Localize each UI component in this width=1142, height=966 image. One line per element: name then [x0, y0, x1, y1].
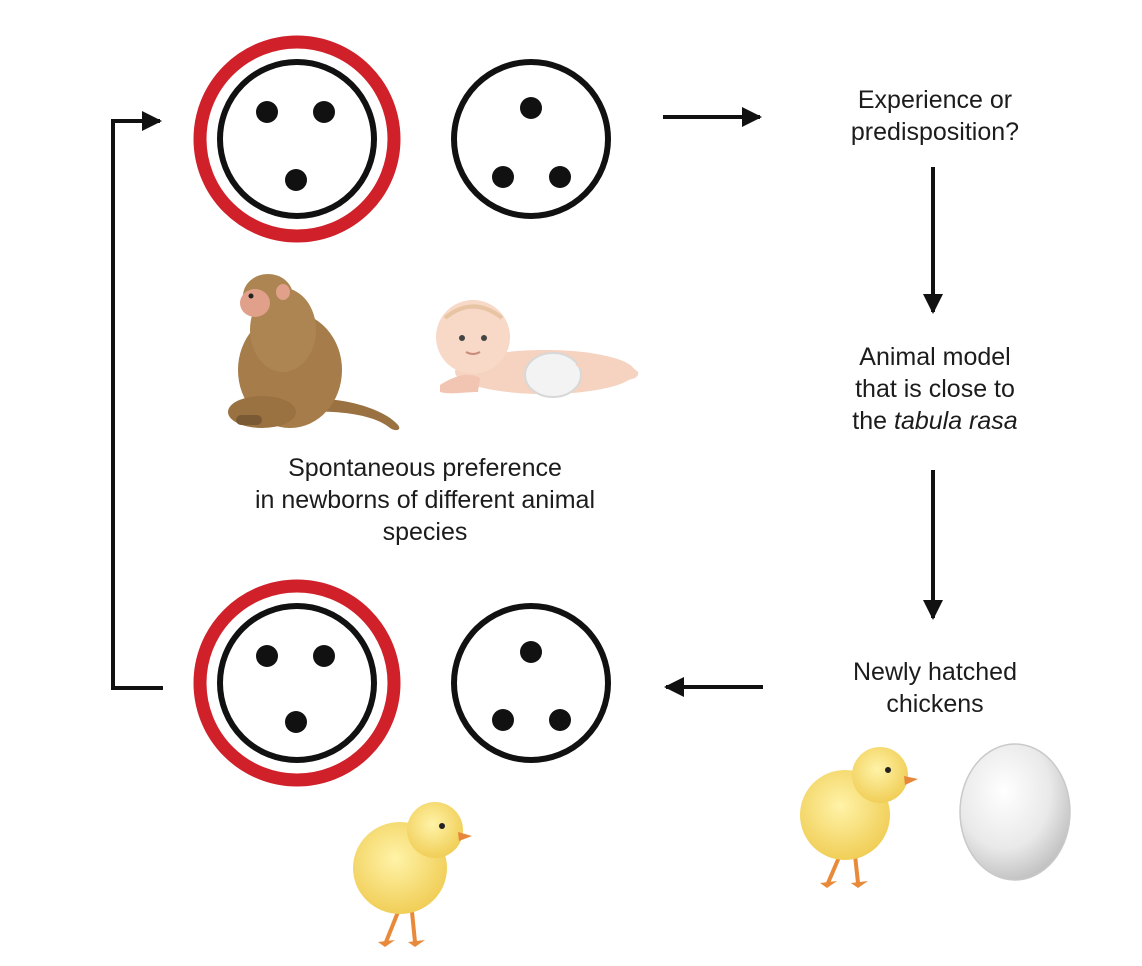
monkey-icon [228, 274, 400, 431]
chick-icon [353, 802, 472, 947]
highlight-ring-bottom [193, 579, 401, 787]
label-spont-line3: species [382, 518, 468, 546]
label-chicks-line2: chickens [886, 690, 984, 718]
baby-icon [436, 300, 639, 398]
label-chicks-line1: Newly hatched [853, 658, 1017, 686]
label-model-line3-italic: tabula rasa [894, 407, 1018, 435]
chick-icon [800, 747, 918, 888]
highlight-ring-top [193, 35, 401, 243]
label-newly-hatched: Newly hatched chickens [795, 656, 1075, 720]
egg-icon [959, 743, 1071, 881]
bottom-inverted-stimulus [451, 603, 611, 763]
label-model-line1: Animal model [859, 343, 1011, 371]
label-question: Experience or predisposition? [795, 84, 1075, 148]
label-question-line1: Experience or [857, 86, 1013, 114]
label-animal-model: Animal model that is close to the tabula… [795, 341, 1075, 437]
label-spont-line1: Spontaneous preference [288, 454, 562, 482]
top-inverted-stimulus [451, 59, 611, 219]
label-model-line3-prefix: the [852, 407, 894, 435]
label-spontaneous-preference: Spontaneous preference in newborns of di… [190, 452, 660, 548]
label-spont-line2: in newborns of different animal [254, 486, 595, 514]
label-question-line2: predisposition? [850, 118, 1020, 146]
top-face-stimulus [193, 35, 401, 243]
bottom-face-stimulus [193, 579, 401, 787]
arrow-loop-back [111, 111, 163, 690]
label-model-line2: that is close to [855, 375, 1015, 403]
label-model-line3: the tabula rasa [795, 405, 1075, 437]
